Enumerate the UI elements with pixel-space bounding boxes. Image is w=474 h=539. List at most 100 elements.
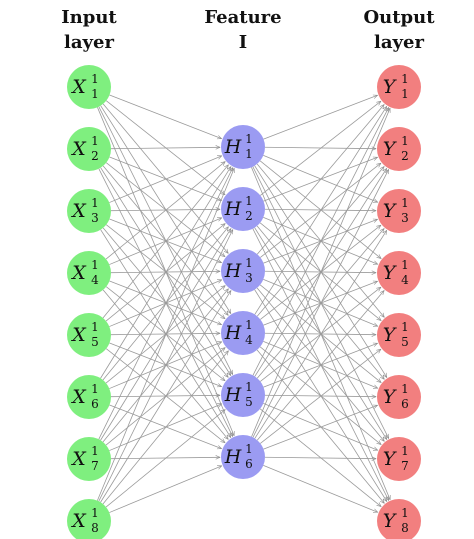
node-subscript: 5 <box>245 395 253 409</box>
node-subscript: 2 <box>91 149 99 163</box>
edge-hidden4-to-output1 <box>254 106 387 315</box>
node-symbol: X <box>70 262 87 284</box>
edge-input7-to-hidden1 <box>98 168 234 440</box>
node-superscript: 1 <box>91 196 99 210</box>
node-superscript: 1 <box>245 256 253 270</box>
node-superscript: 1 <box>91 506 99 520</box>
node-symbol: H <box>224 384 242 406</box>
output-node-circle <box>377 251 421 295</box>
edge-input6-to-hidden1 <box>100 167 231 379</box>
input-layer-title-line2: layer <box>64 32 114 53</box>
node-symbol: X <box>70 200 87 222</box>
node-subscript: 4 <box>401 273 409 287</box>
input-node-circle <box>67 189 111 233</box>
node-symbol: X <box>70 448 87 470</box>
hidden-node-circle <box>221 373 265 417</box>
hidden-node-circle <box>221 311 265 355</box>
node-superscript: 1 <box>401 258 409 272</box>
hidden-node-circle <box>221 187 265 231</box>
edge-input8-to-hidden2 <box>98 230 234 502</box>
edge-hidden6-to-output6 <box>263 405 378 450</box>
node-subscript: 8 <box>91 521 99 535</box>
node-superscript: 1 <box>91 320 99 334</box>
node-symbol: Y <box>383 448 398 470</box>
node-symbol: H <box>224 446 242 468</box>
node-symbol: Y <box>383 386 398 408</box>
output-node-circle <box>377 127 421 171</box>
node-superscript: 1 <box>401 134 409 148</box>
output-node-circle <box>377 65 421 109</box>
node-symbol: X <box>70 138 87 160</box>
node-superscript: 1 <box>245 442 253 456</box>
node-subscript: 3 <box>401 211 409 225</box>
input-node-circle <box>67 251 111 295</box>
edge-input4-to-hidden1 <box>105 162 225 260</box>
output-node-circle <box>377 499 421 539</box>
node-subscript: 5 <box>401 335 409 349</box>
node-superscript: 1 <box>245 318 253 332</box>
node-symbol: H <box>224 322 242 344</box>
output-node-circle <box>377 437 421 481</box>
input-node-circle <box>67 375 111 419</box>
node-subscript: 6 <box>245 457 253 471</box>
node-superscript: 1 <box>401 196 409 210</box>
edge-input5-to-hidden1 <box>102 165 228 319</box>
output-node-circle <box>377 313 421 357</box>
node-symbol: H <box>224 198 242 220</box>
node-superscript: 1 <box>91 72 99 86</box>
node-symbol: H <box>224 260 242 282</box>
node-superscript: 1 <box>91 258 99 272</box>
node-symbol: Y <box>383 324 398 346</box>
node-subscript: 1 <box>91 87 99 101</box>
edge-input3-to-hidden1 <box>109 156 221 203</box>
hidden-node-circle <box>221 125 265 169</box>
feature-layer-title-line1: Feature <box>204 7 281 28</box>
node-symbol: Y <box>383 200 398 222</box>
output-layer-title-line2: layer <box>374 32 424 53</box>
node-subscript: 2 <box>245 209 253 223</box>
node-symbol: X <box>70 386 87 408</box>
node-subscript: 1 <box>401 87 409 101</box>
output-node-circle <box>377 375 421 419</box>
input-layer-title-line1: Input <box>61 7 117 28</box>
node-symbol: Y <box>383 262 398 284</box>
layer-titles: Input layer Feature I Output layer <box>61 7 435 53</box>
input-node-circle <box>67 437 111 481</box>
node-superscript: 1 <box>245 132 253 146</box>
node-subscript: 6 <box>91 397 99 411</box>
edge-hidden6-to-output4 <box>256 291 384 441</box>
input-node-circle <box>67 65 111 109</box>
edge-hidden6-to-output7 <box>264 457 376 458</box>
